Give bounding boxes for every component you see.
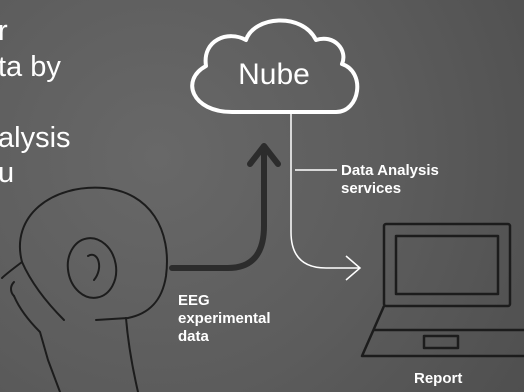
services-label-line-1: Data Analysis — [341, 162, 439, 179]
cloud-icon — [190, 18, 360, 114]
data-analysis-services-label: Data Analysis services — [341, 162, 439, 198]
cloud-label: Nube — [238, 58, 310, 91]
background-text-line-5: u — [0, 157, 15, 189]
laptop-icon — [360, 222, 524, 358]
background-slide-text: r ta by alysis u — [0, 14, 71, 192]
eeg-experimental-data-label: EEG experimental data — [178, 292, 271, 346]
eeg-label-line-1: EEG — [178, 292, 210, 309]
services-label-line-2: services — [341, 180, 402, 197]
eeg-label-line-3: data — [178, 328, 209, 345]
background-text-line-2: ta by — [0, 50, 61, 83]
eeg-cap-head-icon — [1, 186, 168, 392]
background-text-line-1: r — [0, 15, 8, 47]
eeg-label-line-2: experimental — [178, 310, 271, 327]
report-label: Report — [414, 370, 463, 387]
cloud-to-laptop-arrow — [290, 112, 362, 281]
background-text-line-4: alysis — [0, 121, 71, 154]
head-to-cloud-arrow — [169, 143, 281, 271]
